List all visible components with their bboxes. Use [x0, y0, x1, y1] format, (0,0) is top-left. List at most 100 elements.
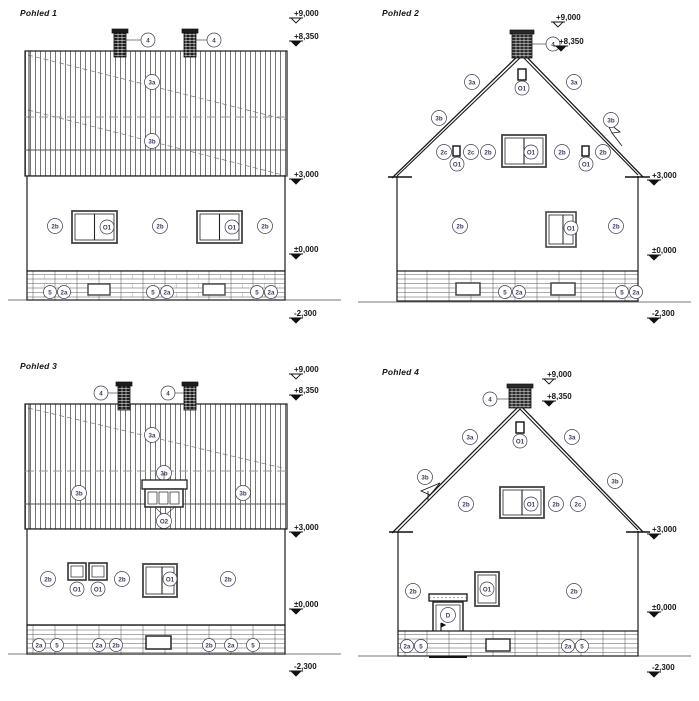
callout-wall-b[interactable] [114, 571, 130, 587]
callout-plinth-2[interactable] [414, 639, 428, 653]
callout-plinth-1[interactable] [498, 285, 512, 299]
callout-roof-3b-right[interactable] [235, 485, 251, 501]
callout-plinth-4[interactable] [160, 285, 174, 299]
callout-wall-a[interactable] [452, 218, 468, 234]
callout-gable-a[interactable] [436, 144, 452, 160]
callout-plinth-1[interactable] [400, 639, 414, 653]
small-window-1[interactable] [67, 562, 87, 581]
callout-window-1[interactable] [162, 571, 178, 587]
callout-wall-a-label: 2b [409, 588, 416, 595]
callout-plinth-3[interactable] [146, 285, 160, 299]
callout-plinth-2[interactable] [57, 285, 71, 299]
callout-plinth-6[interactable] [264, 285, 278, 299]
callout-gable-b[interactable] [548, 496, 564, 512]
callout-wall-b[interactable] [152, 218, 168, 234]
callout-roof-3a[interactable] [144, 74, 160, 90]
callout-roof-3a-left[interactable] [464, 74, 480, 90]
roof-hip-dash-a [27, 54, 288, 121]
callout-roof-3b-left[interactable] [71, 485, 87, 501]
basement-window-1[interactable] [455, 282, 481, 296]
basement-window-2[interactable] [202, 283, 226, 296]
basement-window-1[interactable] [87, 283, 111, 296]
callout-plinth-1[interactable] [32, 638, 46, 652]
callout-wall-b[interactable] [608, 218, 624, 234]
callout-chimney-2[interactable] [206, 32, 222, 48]
callout-chimney-1[interactable] [93, 385, 109, 401]
callout-window-2[interactable] [224, 219, 240, 235]
callout-door[interactable] [440, 607, 456, 623]
callout-plinth-2[interactable] [50, 638, 64, 652]
callout-plinth-5[interactable] [250, 285, 264, 299]
callout-plinth-4[interactable] [575, 639, 589, 653]
callout-roof-3b-right[interactable] [607, 473, 623, 489]
callout-chimney-2[interactable] [160, 385, 176, 401]
callout-plinth-3[interactable] [615, 285, 629, 299]
callout-window-1[interactable] [99, 219, 115, 235]
callout-gable-window-label: O1 [527, 149, 536, 156]
wall-window-inner [477, 574, 497, 604]
callout-plinth-2[interactable] [512, 285, 526, 299]
callout-gable-c[interactable] [480, 144, 496, 160]
callout-plinth-7[interactable] [246, 638, 260, 652]
callout-gable-small-window[interactable] [514, 80, 530, 96]
gable-vent-right[interactable] [581, 145, 590, 157]
callout-plinth-3[interactable] [561, 639, 575, 653]
callout-gable-small-window[interactable] [512, 433, 528, 449]
callout-roof-3b[interactable] [144, 133, 160, 149]
basement-window-1[interactable] [145, 635, 172, 650]
callout-roof-3a[interactable] [144, 427, 160, 443]
basement-window-1[interactable] [485, 638, 511, 652]
callout-gable-a[interactable] [458, 496, 474, 512]
callout-gable-window[interactable] [523, 496, 539, 512]
callout-gable-window[interactable] [523, 144, 539, 160]
callout-plinth-6[interactable] [224, 638, 238, 652]
callout-gable-d[interactable] [554, 144, 570, 160]
callout-gable-b[interactable] [463, 144, 479, 160]
gable-small-window[interactable] [515, 421, 525, 434]
callout-roof-3a-right[interactable] [564, 429, 580, 445]
callout-chimney-1[interactable] [140, 32, 156, 48]
chimney-2-cap [181, 381, 199, 387]
callout-plinth-3[interactable] [92, 638, 106, 652]
callout-wall-window[interactable] [563, 220, 579, 236]
callout-wall-b[interactable] [566, 583, 582, 599]
level-label-1: +9,000 [294, 9, 319, 18]
callout-small-window-1[interactable] [69, 581, 85, 597]
callout-gable-vent-left[interactable] [449, 156, 465, 172]
gable-roof-line-inner [397, 408, 639, 532]
callout-gable-c[interactable] [570, 496, 586, 512]
callout-wall-a[interactable] [405, 583, 421, 599]
callout-plinth-4[interactable] [109, 638, 123, 652]
callout-chimney-1[interactable] [482, 391, 498, 407]
callout-plinth-1[interactable] [43, 285, 57, 299]
callout-roof-3a-right[interactable] [566, 74, 582, 90]
basement-window-2[interactable] [550, 282, 576, 296]
level-symbol-2 [554, 45, 568, 52]
chimney-2-cap [181, 28, 199, 34]
callout-wall-c[interactable] [257, 218, 273, 234]
callout-chimney-1[interactable] [545, 36, 561, 52]
callout-roof-3b-right[interactable] [603, 112, 619, 128]
callout-wall-a[interactable] [47, 218, 63, 234]
callout-roof-3b-left[interactable] [417, 469, 433, 485]
callout-gable-e[interactable] [595, 144, 611, 160]
gable-vent-left[interactable] [452, 145, 461, 157]
callout-small-window-2[interactable] [90, 581, 106, 597]
callout-wall-window[interactable] [479, 581, 495, 597]
callout-plinth-5[interactable] [202, 638, 216, 652]
level-symbol-1 [551, 21, 565, 28]
callout-gable-c-label: 2c [575, 501, 582, 508]
callout-roof-3b-left[interactable] [431, 110, 447, 126]
callout-wall-c[interactable] [220, 571, 236, 587]
view-title-pohled-2: Pohled 2 [382, 8, 420, 18]
small-window-2[interactable] [88, 562, 108, 581]
callout-wall-a[interactable] [40, 571, 56, 587]
callout-window-1-label: O1 [103, 224, 112, 231]
callout-roof-3a-left[interactable] [462, 429, 478, 445]
level-label-4: ±0,000 [294, 600, 319, 609]
pohled-2-drawing: 4 3a 3a 3b 3b O1 O1 O1 [358, 13, 691, 324]
callout-plinth-4[interactable] [629, 285, 643, 299]
callout-gable-vent-right[interactable] [578, 156, 594, 172]
callout-plinth-3-label: 2a [96, 642, 103, 649]
gable-small-window[interactable] [517, 68, 527, 81]
